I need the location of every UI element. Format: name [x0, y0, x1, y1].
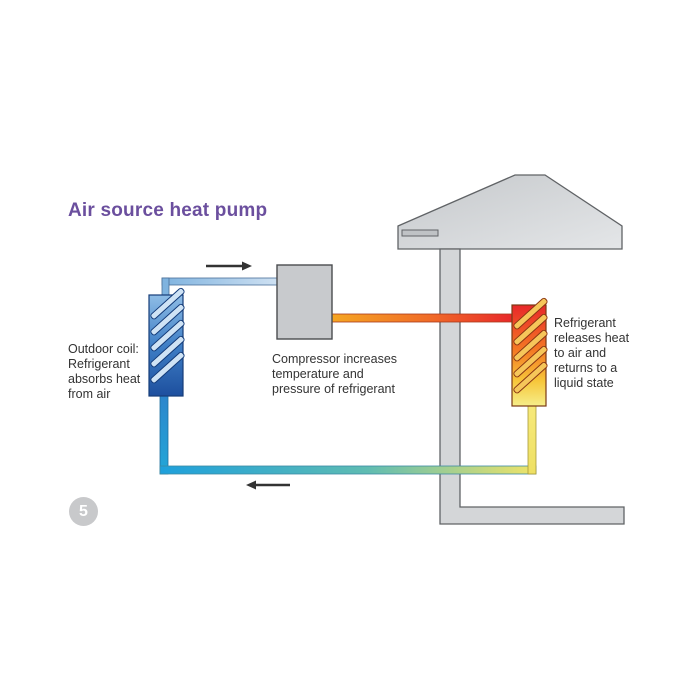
indoor-coil [511, 297, 548, 407]
indoor-coil-label: Refrigerant releases heat to air and ret… [554, 316, 629, 391]
house-wall [439, 248, 625, 525]
diagram-title: Air source heat pump [68, 200, 268, 221]
compressor-unit [276, 264, 333, 340]
compressor-label-line: Compressor increases [272, 352, 398, 366]
pipe-left-return [159, 395, 169, 475]
step-number-badge: 5 [69, 497, 98, 526]
pipe-suction [161, 277, 279, 286]
pipe-liquid-line [159, 465, 537, 475]
roof-eave [401, 229, 439, 237]
outdoor-coil-label-line: Outdoor coil: [68, 342, 139, 356]
indoor-coil-label-line: releases heat [554, 331, 630, 345]
outdoor-coil [148, 287, 185, 397]
indoor-coil-label-line: to air and [554, 346, 607, 360]
refrigerant-pipes [159, 277, 537, 475]
outdoor-coil-label-line: Refrigerant [68, 357, 130, 371]
pipe-hot-gas [331, 313, 515, 323]
pipe-right-down [527, 404, 537, 475]
indoor-coil-label-line: returns to a [554, 361, 618, 375]
house [397, 174, 625, 525]
outdoor-coil-label-line: from air [68, 387, 111, 401]
outdoor-coil-label: Outdoor coil: Refrigerant absorbs heat f… [68, 342, 140, 402]
coil-fins-icon [513, 297, 548, 394]
indoor-coil-label-line: Refrigerant [554, 316, 616, 330]
compressor-label: Compressor increases temperature and pre… [272, 352, 397, 397]
pipe-suction-riser [161, 277, 170, 297]
house-roof [397, 174, 623, 250]
compressor-label-line: temperature and [272, 367, 364, 381]
outdoor-coil-label-line: absorbs heat [68, 372, 141, 386]
indoor-coil-label-line: liquid state [554, 376, 614, 390]
compressor-label-line: pressure of refrigerant [272, 382, 395, 396]
coil-fins-icon [150, 287, 185, 384]
flow-arrow-right-icon [206, 261, 252, 271]
flow-arrow-left-icon [246, 480, 290, 490]
